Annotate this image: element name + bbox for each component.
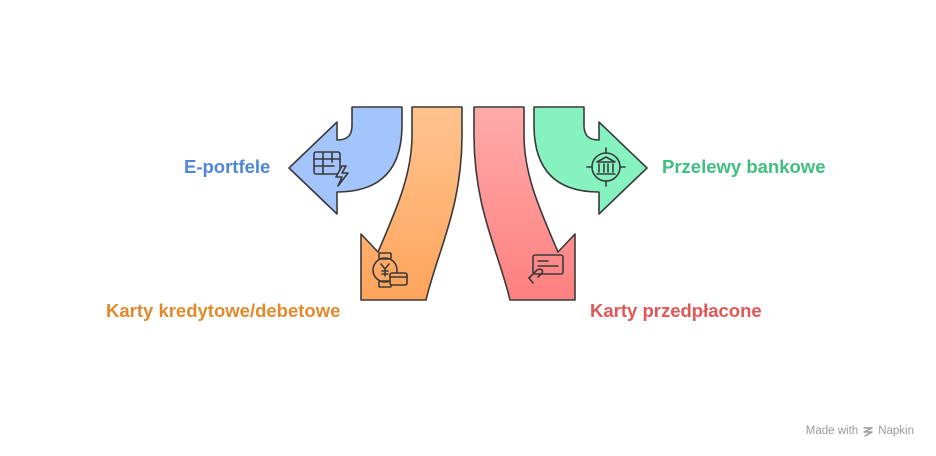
arrow-karty-przedplacone — [473, 106, 576, 301]
label-przelewy-bankowe: Przelewy bankowe — [662, 156, 826, 177]
watch-card-icon — [372, 252, 408, 288]
watermark-prefix: Made with — [805, 425, 859, 437]
arrow-karty-kredytowe — [360, 106, 463, 301]
label-e-portfele: E-portfele — [184, 156, 271, 177]
arrow-przelewy-bankowe — [533, 106, 648, 215]
wallet-lightning-icon — [313, 151, 349, 187]
label-karty-kredytowe: Karty kredytowe/debetowe — [106, 300, 341, 321]
watermark-brand: Napkin — [878, 425, 914, 437]
prepaid-card-icon — [528, 254, 564, 284]
label-karty-przedplacone: Karty przedpłacone — [590, 300, 762, 321]
napkin-logo-icon — [863, 427, 873, 437]
bank-target-icon — [586, 147, 626, 187]
watermark: Made with Napkin — [806, 425, 914, 437]
arrow-e-portfele — [288, 106, 403, 215]
